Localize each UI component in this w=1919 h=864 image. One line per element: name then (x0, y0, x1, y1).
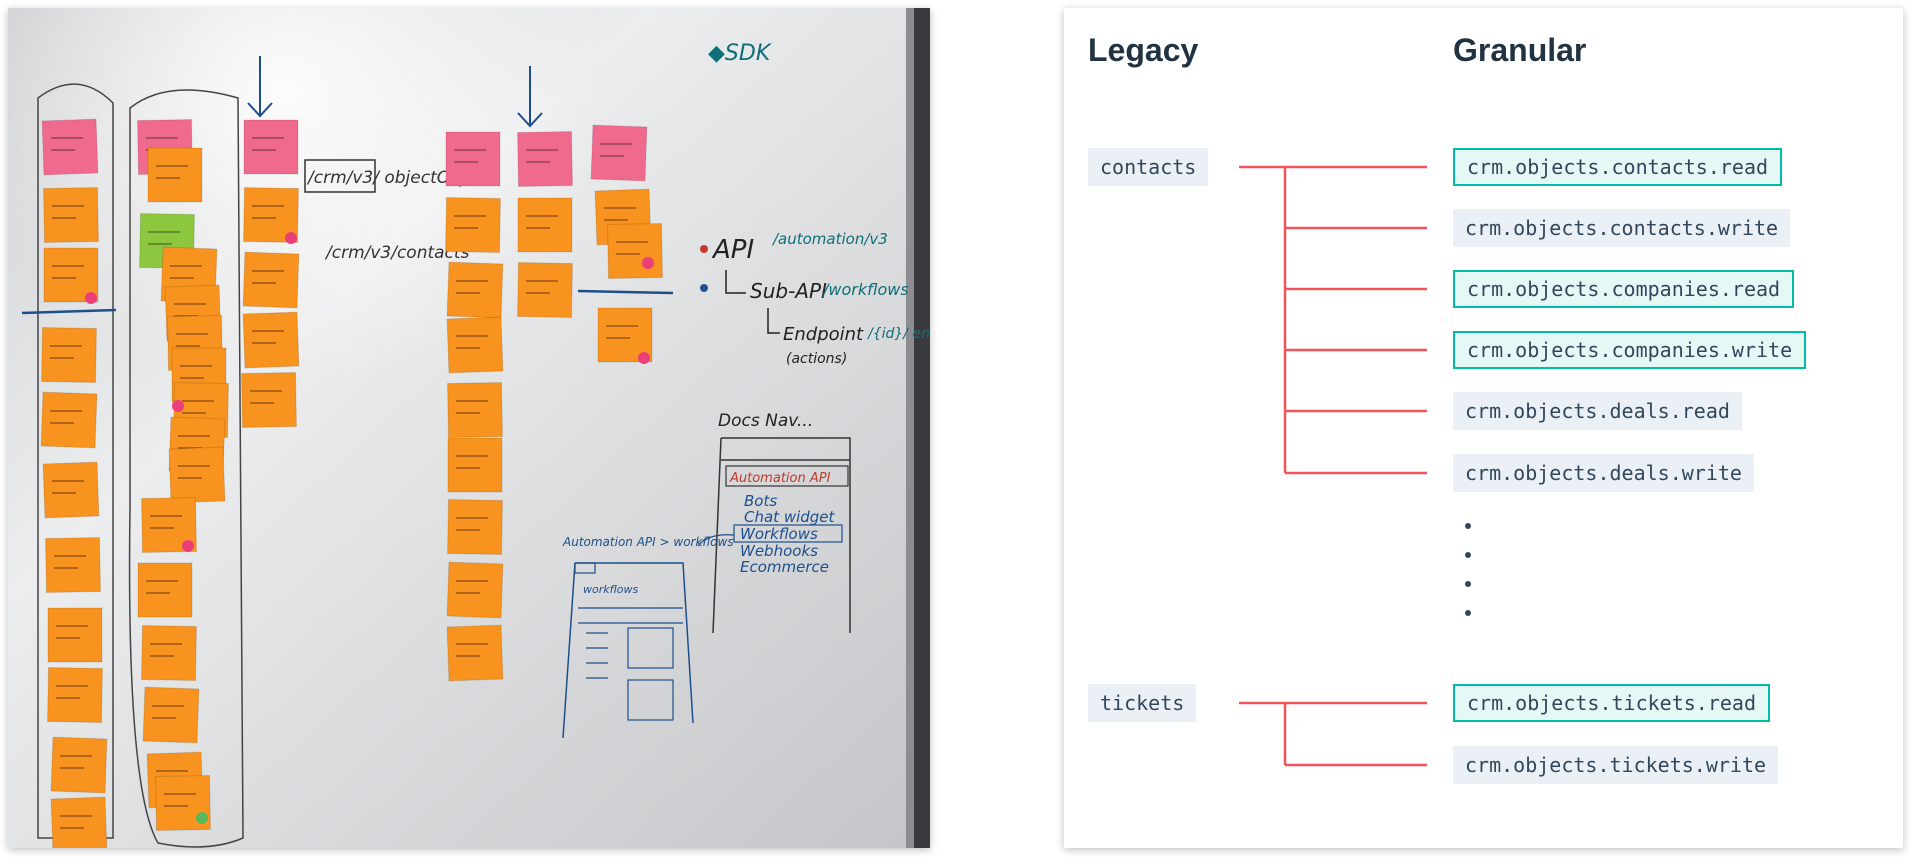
sticky-note (43, 187, 99, 243)
sticky-note (447, 437, 503, 493)
sticker-dot (85, 292, 97, 304)
sticky-note (141, 497, 197, 553)
board-text-bots: Bots (744, 492, 777, 510)
sticker-dot (172, 400, 184, 412)
board-text-crm-v3-contacts: /crm/v3/contacts (324, 243, 470, 263)
sticker-dot (196, 812, 208, 824)
sticky-note (446, 561, 504, 619)
board-text-automation-v3: /automation/v3 (771, 230, 888, 248)
board-text-sdk: ◆SDK (708, 41, 772, 66)
board-text-endpoint-path: /{id}/ enroll/... (866, 326, 930, 342)
sticky-note (142, 686, 200, 744)
sticky-note (168, 446, 226, 504)
sticky-note (40, 391, 98, 449)
sticky-note (445, 197, 501, 253)
sticky-note (50, 796, 108, 848)
ellipsis-bullet (1465, 581, 1471, 587)
ellipsis-bullet (1465, 523, 1471, 529)
sticker-dot (638, 352, 650, 364)
sticky-note (241, 372, 297, 428)
sticky-note (242, 251, 300, 309)
sticky-note (47, 607, 103, 663)
board-text-workflows-item: Workflows (740, 525, 818, 543)
sticky-note (446, 261, 504, 319)
sticky-note (137, 562, 193, 618)
sticky-note (517, 197, 573, 253)
legacy-heading: Legacy (1088, 32, 1199, 68)
granular-heading: Granular (1453, 32, 1587, 68)
sticker-dot (642, 257, 654, 269)
granular-scope-deals-read: crm.objects.deals.read (1453, 392, 1742, 430)
board-text-ecommerce: Ecommerce (740, 558, 829, 576)
ellipsis-bullet (1465, 552, 1471, 558)
sticker-dot (285, 232, 297, 244)
granular-scope-companies-write: crm.objects.companies.write (1453, 331, 1807, 369)
sticky-note (517, 131, 573, 187)
sticky-note (447, 382, 503, 438)
legacy-scope-tickets: tickets (1088, 684, 1197, 722)
sticky-note (242, 311, 300, 369)
board-text-actions: (actions) (786, 351, 847, 367)
whiteboard-illustration: ◆SDK /crm/v3/ objectObject /crm/v3/conta… (8, 8, 930, 848)
board-text-automation-api-workflows: Automation API > workflows (562, 535, 734, 549)
sticky-note (445, 131, 501, 187)
sticky-note (50, 736, 108, 794)
board-text-sub-api: Sub-API (750, 279, 827, 303)
board-text-endpoint: Endpoint (783, 324, 864, 345)
board-text-workflows: /workflows (821, 280, 909, 299)
sticky-note (517, 262, 573, 318)
scope-connectors (1239, 165, 1427, 767)
sticky-note (243, 187, 299, 243)
sticky-note (41, 327, 97, 383)
sticky-note (243, 119, 299, 175)
granular-scope-companies-read: crm.objects.companies.read (1453, 270, 1795, 308)
granular-scope-tickets-read: crm.objects.tickets.read (1453, 684, 1770, 722)
board-text-chat-widget: Chat widget (744, 508, 836, 526)
granular-scope-deals-write: crm.objects.deals.write (1453, 454, 1754, 492)
sticky-note (446, 624, 504, 682)
sticky-note (147, 147, 203, 203)
tickets-connector-group (1239, 701, 1427, 767)
sticky-note (590, 124, 648, 182)
sticky-note (607, 223, 663, 279)
sticky-note (447, 499, 503, 555)
sticky-note (141, 625, 197, 681)
contacts-connector-group (1239, 165, 1427, 475)
sticky-note (41, 118, 99, 176)
sticky-note (47, 667, 103, 723)
legacy-scope-contacts: contacts (1088, 148, 1209, 186)
ellipsis-bullet (1465, 610, 1471, 616)
board-text-automation-api: Automation API (729, 471, 831, 486)
whiteboard-photo: ◆SDK /crm/v3/ objectObject /crm/v3/conta… (8, 8, 930, 848)
scope-mapping-diagram: Legacy Granular contacts tickets crm.obj… (1064, 8, 1903, 848)
granular-scope-contacts-read: crm.objects.contacts.read (1453, 148, 1783, 186)
sticky-note (446, 316, 504, 374)
board-text-docs-nav: Docs Nav... (718, 411, 813, 431)
sticky-note (45, 537, 101, 593)
sticky-notes (40, 118, 663, 848)
board-text-webhooks: Webhooks (740, 542, 818, 560)
board-text-workflows-wire: workflows (583, 583, 638, 596)
granular-scope-tickets-write: crm.objects.tickets.write (1453, 746, 1779, 784)
board-text-api: API (711, 235, 754, 265)
sticky-note (42, 461, 100, 519)
granular-scope-contacts-write: crm.objects.contacts.write (1453, 209, 1791, 247)
sticker-dot (182, 540, 194, 552)
